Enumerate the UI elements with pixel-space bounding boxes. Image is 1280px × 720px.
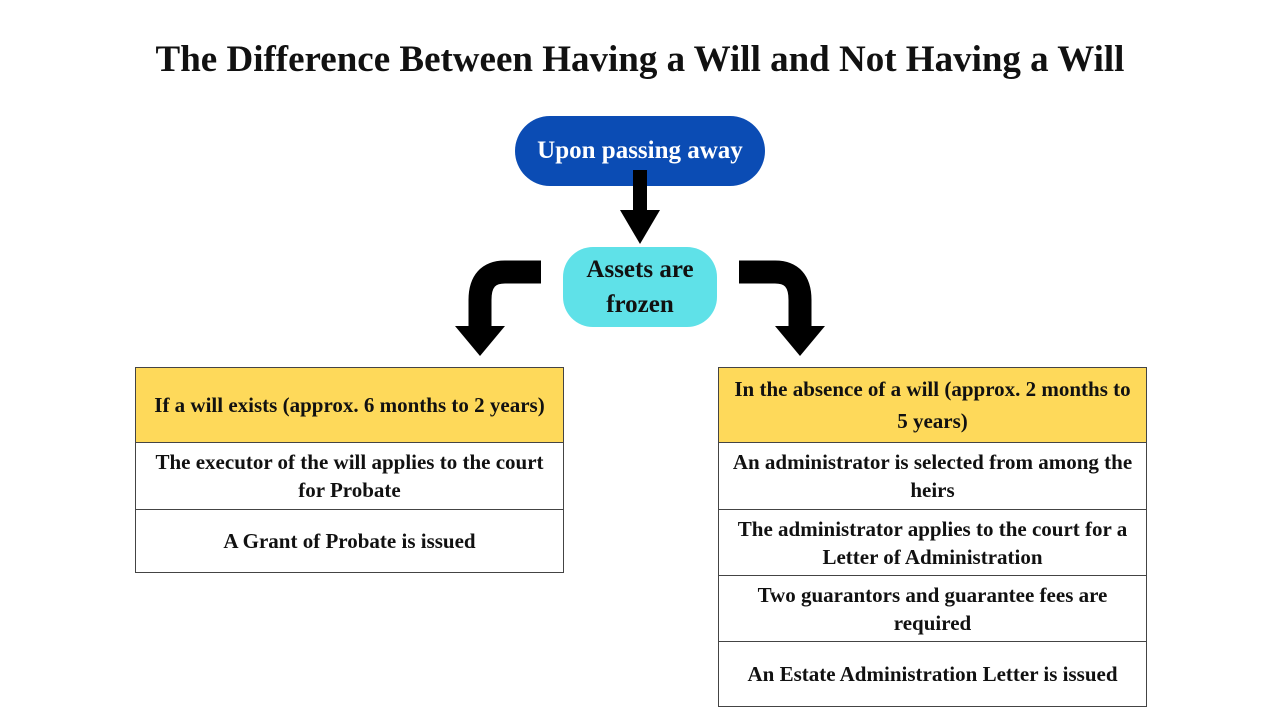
start-node: Upon passing away — [515, 116, 765, 186]
without-will-header: In the absence of a will (approx. 2 mont… — [719, 368, 1146, 442]
with-will-table: If a will exists (approx. 6 months to 2 … — [135, 367, 564, 573]
middle-node: Assets are frozen — [563, 247, 717, 327]
without-will-step: An administrator is selected from among … — [719, 442, 1146, 509]
arrow-down-icon — [620, 170, 660, 244]
without-will-step: The administrator applies to the court f… — [719, 509, 1146, 575]
start-node-label: Upon passing away — [537, 137, 743, 164]
without-will-step: An Estate Administration Letter is issue… — [719, 641, 1146, 706]
with-will-header: If a will exists (approx. 6 months to 2 … — [136, 368, 563, 442]
arrow-curve-left-icon — [455, 260, 541, 356]
without-will-table: In the absence of a will (approx. 2 mont… — [718, 367, 1147, 707]
arrow-curve-right-icon — [739, 260, 825, 356]
without-will-step: Two guarantors and guarantee fees are re… — [719, 575, 1146, 641]
with-will-step: A Grant of Probate is issued — [136, 509, 563, 572]
middle-node-label: Assets are frozen — [586, 256, 694, 318]
diagram-title: The Difference Between Having a Will and… — [155, 39, 1125, 80]
with-will-step: The executor of the will applies to the … — [136, 442, 563, 509]
